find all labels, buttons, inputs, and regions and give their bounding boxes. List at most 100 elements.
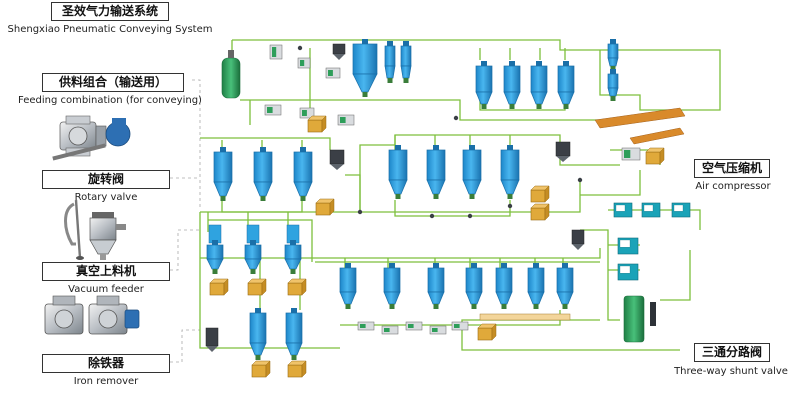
valve-icon [453, 115, 459, 121]
pipe-segment [359, 144, 395, 212]
component-label-iron-en: Iron remover [73, 376, 139, 387]
pipe-segment [221, 200, 303, 213]
silo-icon [527, 263, 545, 309]
pipe-segment [608, 209, 701, 230]
box-icon [477, 323, 497, 341]
callout-air-compressor-en: Air compressor [695, 181, 771, 192]
equipment-layer [205, 39, 691, 378]
system-title: 圣效气力输送系统 [51, 2, 169, 21]
filter-unit-icon [571, 229, 585, 250]
feeder-unit-icon [405, 321, 423, 331]
small-silo-icon [607, 69, 619, 101]
blower-icon [299, 107, 315, 119]
silo-icon [530, 61, 548, 109]
extruder-icon [621, 147, 641, 161]
silo-icon [388, 145, 408, 199]
valve-icon [335, 45, 341, 51]
component-label-iron: 除铁器 [42, 354, 170, 373]
silo-icon [213, 147, 233, 201]
pipe-segment [200, 137, 331, 150]
silo-icon [339, 263, 357, 309]
iron-remover-icon [44, 295, 140, 335]
pipe-segment [580, 170, 641, 196]
box-icon [530, 203, 550, 221]
silo-icon [495, 263, 513, 309]
box-icon [209, 278, 229, 296]
screw-feeder-icon [479, 313, 571, 321]
box-icon [645, 147, 665, 165]
silo-icon [244, 240, 262, 274]
component-label-rotary: 旋转阀 [42, 170, 170, 189]
silo-icon [556, 263, 574, 309]
silo-icon [503, 61, 521, 109]
pipe-segment [394, 200, 511, 217]
callout-three-way-valve-en: Three-way shunt valve [674, 366, 788, 377]
box-icon [530, 185, 550, 203]
valve-icon [429, 213, 435, 219]
callout-air-compressor: 空气压缩机 [694, 159, 770, 178]
compressor-icon [613, 202, 633, 218]
air-tank-icon [221, 50, 241, 99]
filter-unit-icon [205, 327, 219, 352]
pipe-segment [208, 219, 313, 262]
silo-icon [426, 145, 446, 199]
pipe-segment [240, 99, 600, 121]
component-label-feeding-en: Feeding combination (for conveying) [18, 95, 202, 106]
blower-icon [264, 104, 282, 116]
silo-icon [462, 145, 482, 199]
filter-unit-icon [329, 149, 345, 170]
component-label-vacuum-en: Vacuum feeder [68, 284, 144, 295]
compressor-icon [671, 202, 691, 218]
compressor-icon [641, 202, 661, 218]
blower-icon [297, 57, 311, 69]
blower-icon [325, 67, 341, 79]
callout-three-way-valve: 三通分路阀 [694, 343, 770, 362]
vacuum-feeder-icon [89, 212, 126, 260]
pipe-segment [599, 49, 721, 111]
valve-icon [577, 177, 583, 183]
small-silo-icon [400, 41, 412, 83]
pipe-segment [479, 95, 566, 111]
filter-unit-icon [555, 141, 571, 162]
silo-icon [293, 147, 313, 201]
vacuum-wand-icon [64, 199, 84, 260]
pipe-segment [479, 48, 566, 60]
silo-icon [465, 263, 483, 309]
pipe-segment [394, 134, 561, 150]
blower-icon [269, 44, 283, 60]
pipe-segment [660, 250, 691, 301]
box-icon [251, 360, 271, 378]
silo-icon [285, 308, 303, 360]
blower-icon [337, 114, 355, 126]
component-label-feeding: 供料组合（输送用） [42, 73, 184, 92]
box-icon [247, 278, 267, 296]
system-title-en: Shengxiao Pneumatic Conveying System [7, 24, 213, 35]
silo-icon [383, 263, 401, 309]
silo-icon [253, 147, 273, 201]
silo-icon [475, 61, 493, 109]
pipe-segment [394, 135, 511, 150]
small-silo-icon [384, 41, 396, 83]
three-way-valve-icon [623, 295, 656, 343]
pipe-segment [360, 180, 581, 213]
small-silo-icon [607, 39, 619, 71]
feeder-unit-icon [429, 325, 447, 335]
rotary-feeder-icon [52, 115, 131, 161]
box-icon [287, 278, 307, 296]
box-icon [315, 198, 335, 216]
feeder-unit-icon [451, 321, 469, 331]
leader-lines [170, 79, 201, 363]
feeder-unit-icon [381, 325, 399, 335]
compressor-icon [617, 237, 639, 255]
silo-icon [427, 263, 445, 309]
pipe-segment [344, 258, 564, 268]
valve-icon [507, 203, 513, 209]
component-label-vacuum: 真空上料机 [42, 262, 170, 281]
pipe-segment [200, 248, 601, 259]
silo-icon [249, 308, 267, 360]
box-icon [287, 360, 307, 378]
valve-icon [357, 209, 363, 215]
feeder-unit-icon [357, 321, 375, 331]
mixer-silo-icon [352, 39, 378, 97]
